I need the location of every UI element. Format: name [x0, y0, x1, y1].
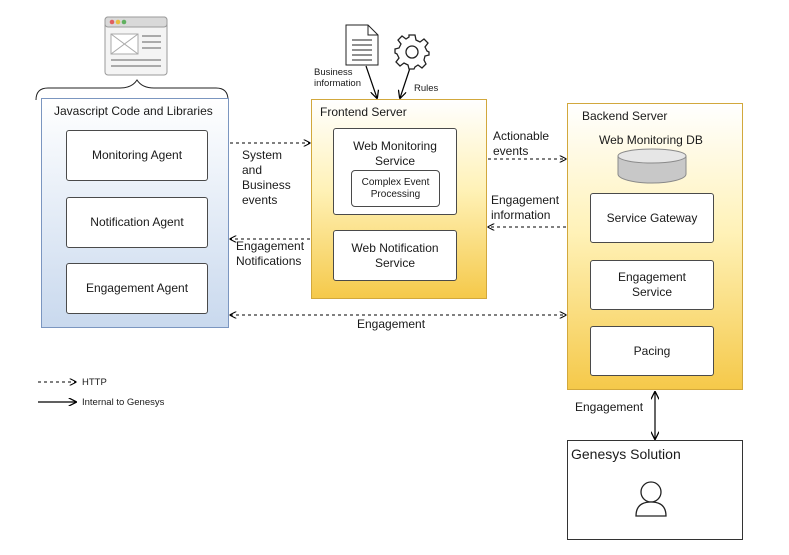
js-panel-title: Javascript Code and Libraries: [54, 104, 213, 118]
complex-event-processing-label: Complex Event Processing: [361, 176, 430, 200]
user-icon: [635, 481, 667, 517]
engagement-information-label: Engagement information: [491, 193, 560, 222]
db-label: Web Monitoring DB: [599, 133, 703, 147]
engagement-edge-label: Engagement: [357, 317, 426, 331]
gear-icon: [394, 34, 430, 70]
engagement-service-box: Engagement Service: [590, 260, 714, 310]
legend-internal-label: Internal to Genesys: [82, 397, 165, 408]
system-business-events-label: System and Business events: [242, 148, 291, 207]
database-icon: [617, 148, 687, 184]
document-icon: [345, 24, 379, 66]
notification-agent-box: Notification Agent: [66, 197, 208, 248]
monitoring-agent-box: Monitoring Agent: [66, 130, 208, 181]
web-notification-service-box: Web Notification Service: [333, 230, 457, 281]
business-info-label: Business information: [314, 67, 361, 89]
engagement-service-label: Engagement Service: [617, 270, 687, 299]
bracket: [35, 79, 229, 101]
engagement-notifications-label: Engagement Notifications: [236, 239, 305, 268]
genesys-panel-title: Genesys Solution: [571, 446, 681, 462]
actionable-events-label: Actionable events: [493, 129, 550, 158]
complex-event-processing-box: Complex Event Processing: [351, 170, 440, 207]
arrow-rules: [400, 67, 411, 98]
pacing-box: Pacing: [590, 326, 714, 376]
engagement-agent-box: Engagement Agent: [66, 263, 208, 314]
web-notification-service-label: Web Notification Service: [351, 240, 439, 270]
service-gateway-box: Service Gateway: [590, 193, 714, 243]
genesys-engagement-label: Engagement: [575, 400, 644, 414]
rules-label: Rules: [414, 83, 439, 94]
legend-http-label: HTTP: [82, 377, 107, 388]
backend-panel-title: Backend Server: [582, 109, 668, 123]
web-monitoring-service-label: Web Monitoring Service: [353, 139, 437, 168]
arrow-business-info: [365, 65, 377, 98]
frontend-panel-title: Frontend Server: [320, 105, 407, 119]
browser-window-icon: [104, 16, 168, 76]
